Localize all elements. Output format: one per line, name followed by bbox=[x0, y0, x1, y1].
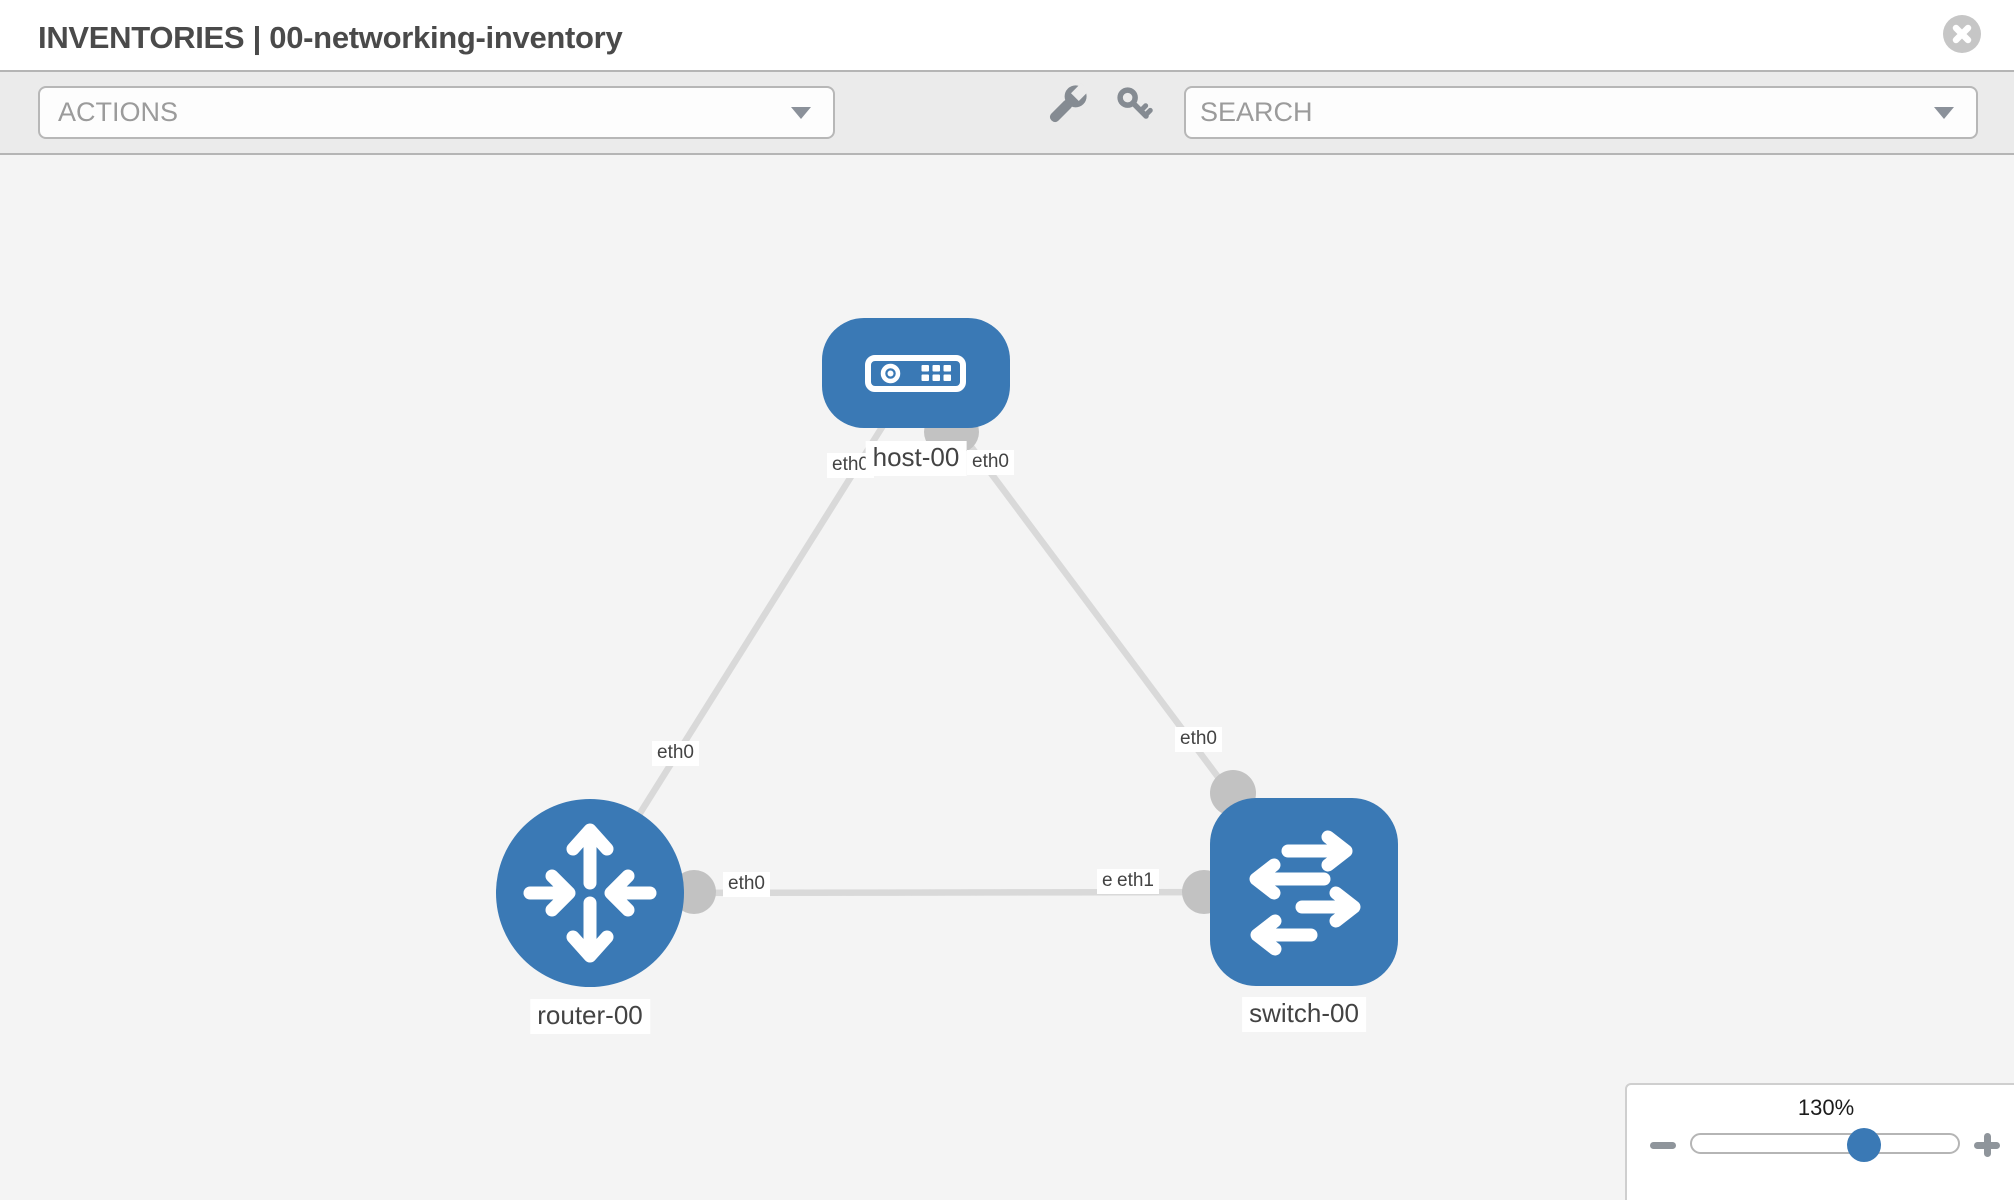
switch-icon bbox=[1249, 830, 1361, 956]
zoom-in-button[interactable] bbox=[1969, 1127, 2005, 1163]
search-select[interactable]: SEARCH bbox=[1184, 86, 1978, 139]
zoom-out-button[interactable] bbox=[1645, 1127, 1681, 1163]
page-title: INVENTORIES | 00-networking-inventory bbox=[38, 20, 623, 55]
zoom-slider-track[interactable] bbox=[1690, 1133, 1960, 1154]
chevron-down-icon bbox=[791, 107, 811, 119]
key-icon bbox=[1117, 87, 1153, 119]
interface-label: eth0 bbox=[652, 741, 699, 766]
node-switch-00[interactable] bbox=[1210, 798, 1398, 986]
tools-button[interactable] bbox=[1043, 83, 1087, 127]
interface-label: eth1 bbox=[1112, 869, 1159, 894]
credentials-button[interactable] bbox=[1114, 83, 1158, 127]
plus-icon bbox=[1983, 1133, 1991, 1157]
interface-label: eth0 bbox=[967, 450, 1014, 475]
actions-select[interactable]: ACTIONS bbox=[38, 86, 835, 139]
interface-label: eth0 bbox=[1175, 727, 1222, 752]
node-label-host: host-00 bbox=[865, 441, 967, 476]
minus-icon bbox=[1650, 1142, 1676, 1149]
title-bar: INVENTORIES | 00-networking-inventory bbox=[0, 0, 2014, 70]
chevron-down-icon bbox=[1934, 107, 1954, 119]
topology-graph bbox=[496, 318, 1398, 987]
close-button[interactable] bbox=[1943, 15, 1981, 53]
node-host-00[interactable] bbox=[822, 318, 1010, 428]
toolbar: ACTIONS SEARC bbox=[0, 70, 2014, 155]
host-icon bbox=[865, 355, 966, 392]
topology-canvas[interactable]: eth0 eth0 eth0 eth0 eth0 eth1 eth1 host-… bbox=[0, 155, 2014, 1200]
zoom-level-label: 130% bbox=[1797, 1095, 1855, 1120]
node-label-switch: switch-00 bbox=[1242, 997, 1366, 1032]
interface-label: eth0 bbox=[723, 872, 770, 897]
router-icon bbox=[523, 823, 657, 963]
node-router-00[interactable] bbox=[496, 799, 684, 987]
node-label-router: router-00 bbox=[530, 999, 650, 1034]
interface-connectors bbox=[672, 411, 1256, 914]
zoom-panel: 130% bbox=[1625, 1083, 2014, 1200]
search-select-label: SEARCH bbox=[1200, 97, 1313, 127]
wrench-icon bbox=[1049, 83, 1087, 123]
zoom-slider-handle[interactable] bbox=[1847, 1128, 1881, 1162]
close-icon bbox=[1952, 24, 1972, 44]
actions-select-label: ACTIONS bbox=[58, 97, 179, 127]
